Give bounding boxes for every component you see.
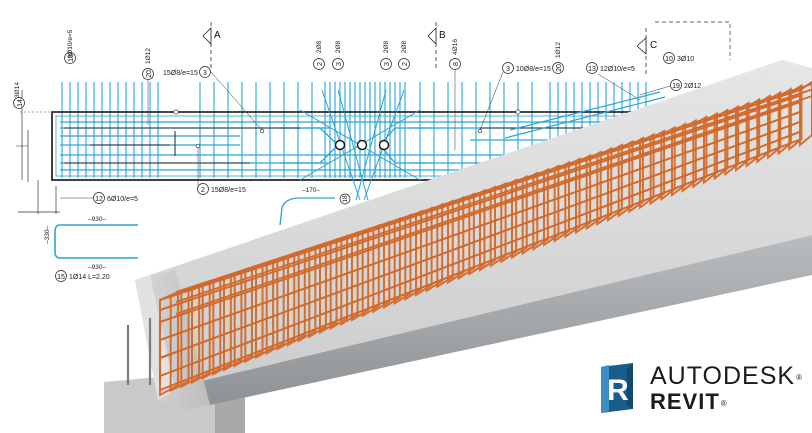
callout-3-a: 3	[203, 70, 207, 77]
label-15o8-bottom: 15Ø8/e=15	[211, 187, 246, 194]
longitudinal-bar-3d-top	[175, 88, 812, 303]
callout-13-right: 13	[588, 66, 596, 73]
longitudinal-bar-3d	[159, 130, 801, 377]
callout-3-c: 3	[384, 62, 391, 66]
bar-callouts: 14 3Ø14 13 6Ø10/e=5 20 1Ø12 15Ø8/e=15 3 …	[13, 29, 701, 205]
dim-930-bottom: –930–	[88, 264, 106, 271]
revit-logo-icon: R	[601, 363, 633, 413]
callout-2-c: 2	[201, 187, 205, 194]
longitudinal-bar-3d-top	[175, 95, 812, 315]
callout-14: 14	[17, 99, 24, 107]
label-10o8: 10Ø8/e=15	[516, 66, 551, 73]
label-3o10: 3Ø10	[677, 56, 694, 63]
stirrup-3d	[287, 248, 306, 347]
blue-top-bars	[504, 91, 666, 139]
beam-side-face	[185, 235, 812, 405]
stirrups-elevation	[61, 82, 647, 178]
longitudinal-bar-3d	[159, 101, 801, 323]
stirrup-3d	[201, 276, 222, 381]
callout-2-b: 2	[402, 62, 409, 66]
dim-170: –170–	[302, 187, 320, 194]
label-15o8-top: 15Ø8/e=15	[163, 70, 198, 77]
stirrup-3d	[244, 262, 264, 364]
dim-330: –330–	[44, 226, 51, 244]
callout-20-left: 20	[146, 70, 153, 78]
rebar-cage	[159, 80, 812, 397]
label-2o8-a: 2Ø8	[316, 40, 323, 53]
callout-15: 15	[57, 274, 65, 281]
stirrup-3d	[265, 255, 285, 356]
longitudinal-bar-3d	[159, 138, 801, 391]
bar-shape-15: –930– –330– –930– 15 1Ø14 L=2.20	[44, 216, 138, 282]
section-label-a: A	[214, 30, 221, 41]
stirrup-3d	[191, 279, 211, 385]
3d-rebar-beam	[104, 60, 812, 433]
callout-8: 8	[453, 62, 460, 66]
longitudinal-bar-3d	[159, 111, 801, 341]
callout-13-left: 13	[68, 54, 75, 62]
label-2o8-d: 2Ø8	[401, 40, 408, 53]
callout-3-d: 3	[506, 66, 510, 73]
label-2o12: 2Ø12	[684, 83, 701, 90]
brand-autodesk-text: AUTODESK®	[650, 362, 803, 390]
callout-3-b: 3	[336, 62, 343, 66]
section-cut-b: B	[427, 22, 446, 70]
bar-shape-hook	[279, 197, 335, 226]
stirrup-3d	[276, 251, 296, 351]
callout-18: 18	[342, 195, 349, 203]
longitudinal-bar-3d	[159, 94, 801, 311]
label-6o10-vertical: 6Ø10/e=5	[67, 29, 74, 58]
longitudinal-bar-3d	[159, 120, 801, 359]
stirrup-3d	[255, 258, 275, 360]
stirrup-3d	[233, 265, 253, 368]
stirrup-3d	[159, 290, 179, 397]
label-1o12-left: 1Ø12	[145, 48, 152, 64]
longitudinal-bar-3d	[159, 89, 801, 301]
section-label-c: C	[650, 40, 657, 51]
label-2o8-c: 2Ø8	[383, 40, 390, 53]
stirrup-3d	[169, 286, 190, 393]
callout-20-right: 20	[556, 64, 563, 72]
label-1o12-right: 1Ø12	[555, 42, 562, 58]
autodesk-revit-brand: R AUTODESK® REVIT®	[593, 361, 805, 415]
section-label-b: B	[439, 30, 446, 41]
label-12o10: 12Ø10/e=5	[600, 66, 635, 73]
label-6o10-horizontal: 6Ø10/e=5	[107, 196, 138, 203]
callout-19: 19	[672, 83, 680, 90]
stirrup-3d	[180, 283, 201, 389]
label-3o14-vertical: 3Ø14	[14, 82, 21, 98]
brand-revit-text: REVIT®	[650, 389, 728, 414]
callout-10: 10	[665, 56, 673, 63]
stirrup-3d	[223, 269, 243, 372]
callout-2-a: 2	[317, 62, 324, 66]
label-1o14: 1Ø14 L=2.20	[69, 274, 110, 281]
column-bar-sections	[334, 139, 390, 151]
dim-930-top: –930–	[88, 216, 106, 223]
callout-12: 12	[95, 196, 103, 203]
stirrup-3d	[212, 272, 232, 376]
section-cut-a: A	[202, 22, 221, 70]
longitudinal-bar-3d-top	[175, 83, 812, 293]
label-4o16: 4Ø16	[452, 39, 459, 55]
revit-logo-letter: R	[607, 374, 629, 407]
left-dimension	[16, 90, 60, 214]
section-cut-c: C	[636, 21, 731, 75]
small-marks	[173, 109, 521, 149]
label-2o8-b: 2Ø8	[335, 40, 342, 53]
